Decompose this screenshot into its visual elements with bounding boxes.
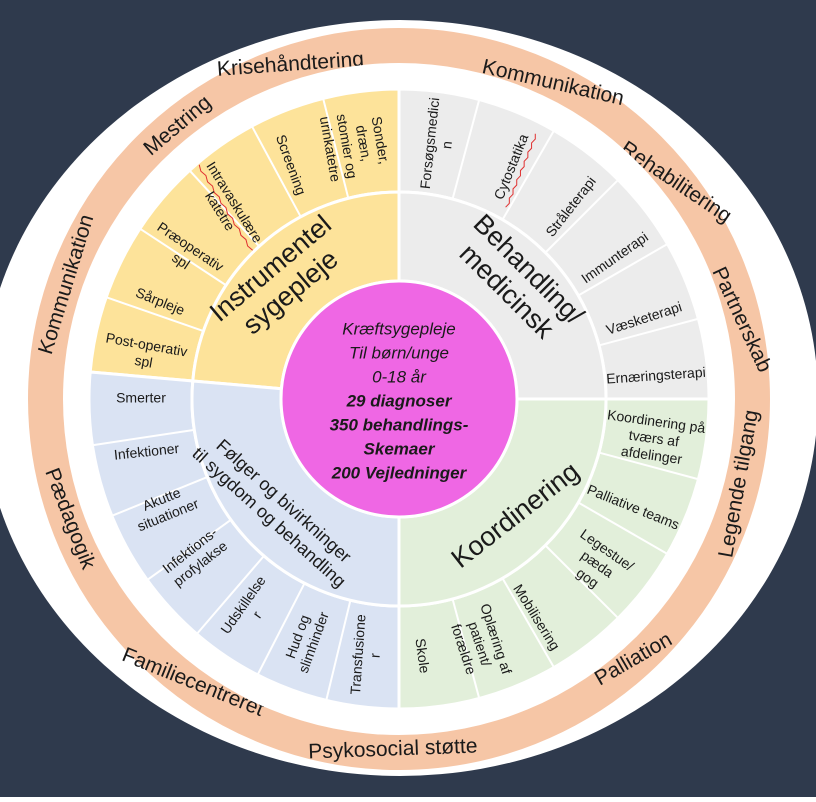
center-circle [279, 279, 519, 519]
center-text-line: Kræftsygepleje [342, 319, 455, 338]
item-divider [188, 169, 260, 248]
item-divider [92, 428, 195, 447]
sector-item: Smerter [116, 390, 166, 406]
center-text-line: Skemaer [364, 439, 436, 458]
item-divider [544, 179, 619, 254]
item-divider [322, 98, 350, 199]
item-divider [451, 99, 481, 200]
item-divider [451, 598, 481, 699]
item-divider [250, 125, 302, 218]
center-text-line: 200 Vejledninger [331, 463, 468, 482]
sector-item-line: Infektioner [113, 440, 180, 463]
sector-item: Infektioner [113, 440, 180, 463]
sector-item-line: Smerter [116, 390, 166, 406]
item-divider [325, 599, 352, 701]
item-divider [501, 130, 555, 221]
item-divider [577, 501, 668, 555]
spellcheck-underline [505, 133, 536, 208]
item-divider [256, 582, 306, 676]
item-divider [577, 243, 668, 297]
item-divider [501, 577, 555, 668]
sector-item-line: tværs af [628, 427, 680, 450]
item-divider [139, 227, 227, 287]
sector-item-line: n [438, 140, 455, 149]
sector-item: Ernæringsterapi [606, 364, 706, 387]
item-divider [598, 317, 699, 347]
sector-item-line: Ernæringsterapi [606, 364, 706, 387]
sector-item-line: spl [133, 352, 153, 371]
spellcheck-underline [198, 164, 253, 251]
item-divider [105, 296, 204, 332]
sector-item-line: Transfusione [347, 614, 369, 696]
item-divider [598, 451, 699, 481]
item-divider [196, 555, 265, 635]
center-text-line: 0-18 år [372, 367, 427, 386]
center-text-line: Til børn/unge [349, 343, 449, 362]
item-divider [544, 544, 619, 619]
sector-item: Skole [412, 637, 433, 674]
center-text-line: 29 diagnoser [346, 391, 453, 410]
center-text-line: 350 behandlings- [330, 415, 469, 434]
item-divider [146, 519, 232, 581]
item-divider [111, 476, 208, 517]
sector-item-line: Skole [412, 637, 433, 674]
sector-item-line: dræn, [353, 124, 375, 163]
outer-ring-band [28, 28, 770, 770]
sector-item-line: r [367, 652, 383, 658]
